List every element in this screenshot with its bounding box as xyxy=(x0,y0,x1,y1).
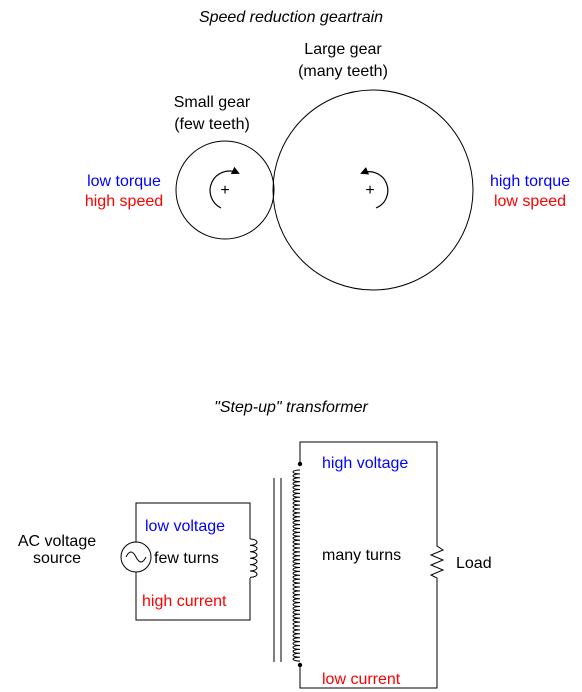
load-label: Load xyxy=(456,555,492,572)
output-torque-label: high torque xyxy=(490,173,570,190)
transformer-diagram-title: "Step-up" transformer xyxy=(214,399,368,416)
load-resistor-icon xyxy=(429,540,445,582)
primary-voltage-label: low voltage xyxy=(145,518,225,535)
small-gear-rotation-arrow-icon xyxy=(209,166,240,209)
large-gear-label-line1: Large gear xyxy=(304,41,382,58)
small-gear xyxy=(175,140,275,240)
small-gear-label-line1: Small gear xyxy=(174,94,251,111)
primary-current-label: high current xyxy=(142,593,227,610)
small-gear-axle-mark: + xyxy=(220,182,229,199)
ac-sine-icon xyxy=(125,551,147,563)
secondary-turns-label: many turns xyxy=(322,547,401,564)
output-speed-label: low speed xyxy=(494,193,566,210)
large-gear-rotation-arrow-icon xyxy=(360,167,389,209)
large-gear-axle-mark: + xyxy=(365,182,374,199)
secondary-circuit xyxy=(299,441,438,689)
large-gear xyxy=(272,89,474,291)
large-gear-label-line2: (many teeth) xyxy=(298,63,388,80)
source-label-line2: source xyxy=(33,550,81,567)
secondary-polarity-dot-bottom xyxy=(297,662,303,668)
secondary-polarity-dot-top xyxy=(297,461,303,467)
secondary-coil-icon xyxy=(292,469,301,662)
primary-circuit xyxy=(135,502,251,621)
primary-coil-icon xyxy=(249,538,258,578)
primary-turns-label: few turns xyxy=(154,550,219,567)
secondary-voltage-label: high voltage xyxy=(322,455,408,472)
gear-diagram-title: Speed reduction geartrain xyxy=(199,9,383,26)
small-gear-label-line2: (few teeth) xyxy=(174,116,250,133)
input-speed-label: high speed xyxy=(85,193,163,210)
source-label-line1: AC voltage xyxy=(18,533,96,550)
input-torque-label: low torque xyxy=(87,173,161,190)
secondary-current-label: low current xyxy=(322,671,401,688)
